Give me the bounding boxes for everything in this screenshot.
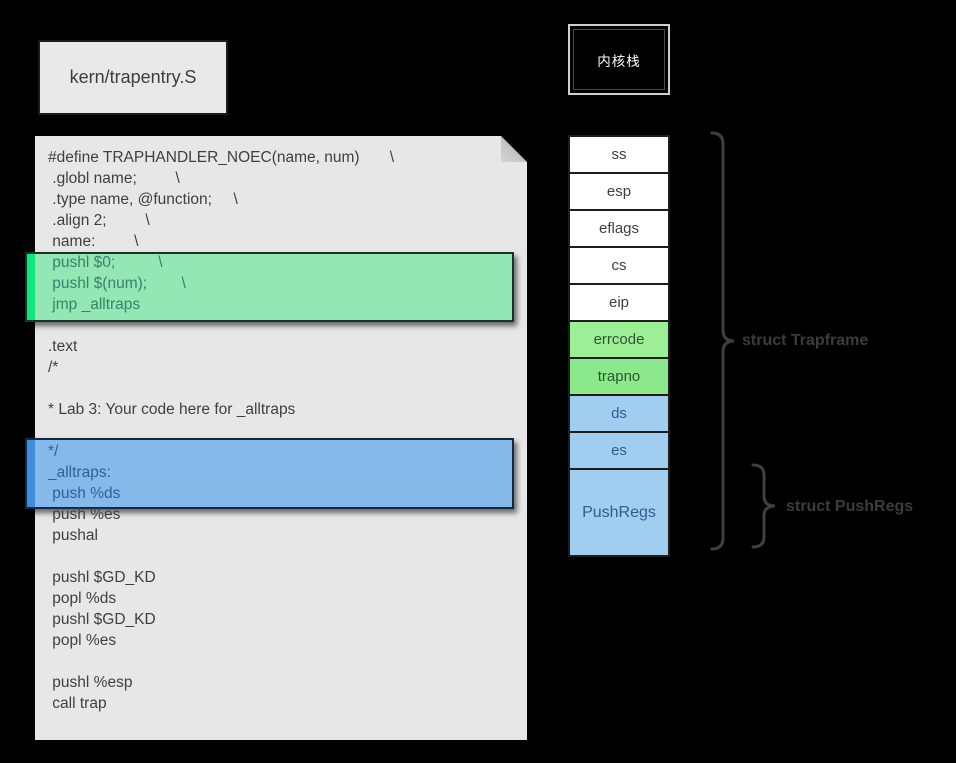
stack-cell-label: ds — [611, 405, 627, 422]
stack-cell: errcode — [568, 320, 670, 359]
stack-cell: trapno — [568, 357, 670, 396]
code-line — [48, 546, 394, 567]
code-line: pushl $0; \ — [48, 254, 163, 271]
file-title-label: kern/trapentry.S — [69, 67, 197, 87]
code-line — [48, 315, 394, 336]
stack-cell-label: ss — [611, 146, 627, 163]
code-line: _alltraps: — [48, 464, 111, 481]
code-line: * Lab 3: Your code here for _alltraps — [48, 401, 296, 418]
pushregs-brace-icon — [751, 463, 776, 549]
code-line: push %ds — [48, 485, 121, 502]
code-line: .type name, @function; \ — [48, 191, 238, 208]
code-line: pushl $(num); \ — [48, 275, 186, 292]
stack-cell: es — [568, 431, 670, 470]
stack-cell: PushRegs — [568, 468, 670, 557]
code-line: pushl $GD_KD — [48, 569, 156, 586]
stack-cell-label: eflags — [598, 220, 640, 237]
trapframe-brace-icon — [710, 131, 735, 551]
code-line: .align 2; \ — [48, 212, 150, 229]
stack-cell: ss — [568, 135, 670, 174]
code-line — [48, 378, 394, 399]
code-line: #define TRAPHANDLER_NOEC(name, num) \ — [48, 149, 395, 166]
pushregs-label: struct PushRegs — [786, 498, 914, 515]
code-line — [48, 651, 394, 672]
code-line: */ — [48, 443, 59, 460]
stack-cell-label: es — [611, 442, 627, 459]
highlight-blue-fill — [35, 440, 512, 507]
code-line: /* — [48, 359, 59, 376]
code-line: jmp _alltraps — [48, 296, 141, 313]
code-text: #define TRAPHANDLER_NOEC(name, num) \ .g… — [48, 147, 394, 714]
stack-cell-label: cs — [611, 257, 627, 274]
code-line: pushal — [48, 527, 98, 544]
stack-cell: eip — [568, 283, 670, 322]
trapframe-label: struct Trapframe — [742, 332, 869, 349]
stack-cell-label: PushRegs — [582, 503, 656, 521]
stack-cell: eflags — [568, 209, 670, 248]
highlight-box-alltraps — [25, 438, 514, 509]
code-line: name: \ — [48, 233, 139, 250]
stack-cell-label: eip — [608, 294, 630, 311]
stack-cell: cs — [568, 246, 670, 285]
code-line: .globl name; \ — [48, 170, 180, 187]
stack-cell-label: trapno — [597, 368, 641, 385]
code-line: call trap — [48, 695, 107, 712]
stack-cell: ds — [568, 394, 670, 433]
highlight-green-fill — [35, 254, 512, 320]
code-line: push %es — [48, 506, 121, 523]
stack-cell: esp — [568, 172, 670, 211]
stack-cell-label: errcode — [593, 331, 645, 348]
kernel-stack: ss esp eflags cs eip errcode trapno ds e… — [568, 135, 670, 557]
code-line: pushl $GD_KD — [48, 611, 156, 628]
kernel-stack-title: 内核栈 — [597, 53, 641, 69]
code-line: popl %ds — [48, 590, 117, 607]
highlight-box-traphandler — [25, 252, 514, 322]
code-line: popl %es — [48, 632, 117, 649]
code-line: pushl %esp — [48, 674, 133, 691]
code-line: .text — [48, 338, 78, 355]
stack-cell-label: esp — [606, 183, 632, 200]
code-line — [48, 420, 394, 441]
kernel-stack-title-box: 内核栈 — [568, 24, 670, 95]
file-title-box: kern/trapentry.S — [38, 40, 228, 115]
folded-corner-icon — [501, 136, 527, 162]
